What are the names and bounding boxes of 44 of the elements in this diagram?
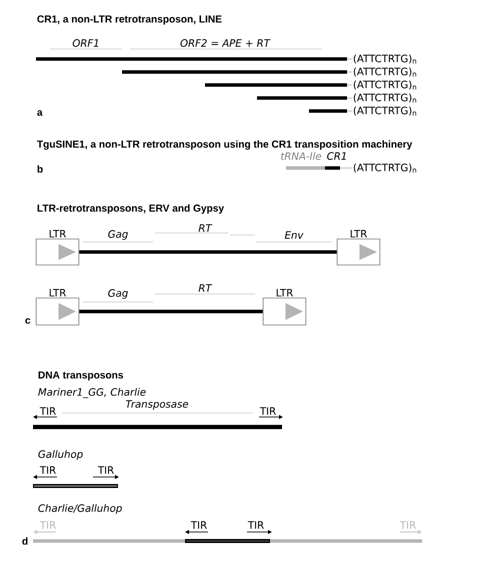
element-line	[79, 250, 337, 254]
region-label: ORF1	[72, 39, 98, 47]
repeat-label: (ATTCTRTG)$_{n}$	[354, 106, 416, 116]
region-label: CR1	[327, 152, 346, 160]
tir-label: TIR	[190, 521, 207, 529]
panel-letter: b	[38, 165, 43, 173]
section-heading: CR1, a non-LTR retrotransposon, LINE	[37, 15, 222, 25]
element-line	[79, 310, 263, 314]
panel-letter: d	[22, 537, 28, 545]
region-label: Gag	[108, 230, 128, 240]
section-heading: TguSINE1, a non-LTR retrotransposon using the CR1 transposition machinery	[37, 140, 412, 150]
ltr-box: LTR	[336, 230, 380, 266]
repeat-label: (ATTCTRTG)$_{n}$	[354, 164, 416, 173]
node-label: LTR	[276, 289, 293, 296]
node-label: LTR	[350, 230, 367, 238]
section-heading: DNA transposons	[38, 371, 124, 381]
region-label: Gag	[108, 289, 128, 299]
repeat-label: (ATTCTRTG)$_{n}$	[354, 80, 416, 90]
region-label: ORF2 = APE + RT	[180, 39, 271, 47]
repeat-label: (ATTCTRTG)$_{n}$	[354, 54, 416, 64]
tir-label: TIR	[260, 407, 276, 415]
node-label: LTR	[50, 230, 66, 238]
tir-label: TIR	[40, 466, 56, 474]
ltr-box: LTR	[36, 289, 80, 326]
ltr-box: LTR	[36, 230, 80, 266]
element-name: Mariner1_GG, Charlie	[38, 388, 146, 398]
element-name: Galluhop	[38, 450, 83, 460]
region-label: tRNA-Ile	[281, 152, 322, 160]
tir-label: TIR	[248, 521, 264, 529]
ltr-box: LTR	[262, 289, 306, 326]
region-label: Transposase	[126, 400, 188, 410]
node-label: LTR	[50, 289, 66, 296]
region-label: RT	[198, 284, 212, 292]
section-heading: LTR-retrotransposons, ERV and Gypsy	[38, 204, 224, 214]
region-label: Env	[284, 231, 304, 239]
tir-label: TIR	[40, 407, 56, 415]
repeat-label: (ATTCTRTG)$_{n}$	[354, 68, 416, 77]
panel-letter: a	[37, 110, 43, 116]
tir-label: TIR	[400, 521, 416, 529]
repeat-label: (ATTCTRTG)$_{n}$	[354, 94, 416, 103]
element-name: Charlie/Galluhop	[38, 504, 122, 514]
region-label: RT	[198, 224, 212, 232]
tir-label: TIR	[40, 521, 56, 529]
tir-label: TIR	[98, 466, 114, 474]
